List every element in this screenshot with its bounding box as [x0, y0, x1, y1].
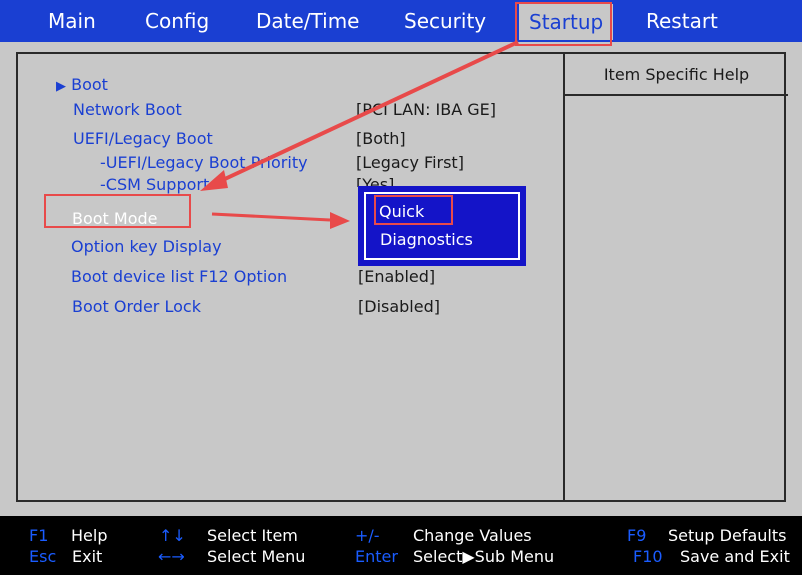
- boot-mode-highlight: [44, 194, 191, 228]
- uefi-legacy-priority-value[interactable]: [Legacy First]: [356, 153, 464, 172]
- boot-mode-label[interactable]: Boot Mode: [72, 209, 158, 228]
- startup-tab-highlight: [515, 2, 612, 46]
- tab-config[interactable]: Config: [145, 9, 210, 33]
- f1-key: F1: [29, 526, 49, 545]
- arrow-head-icon-2: [330, 212, 350, 229]
- quick-option-highlight: [374, 195, 453, 225]
- boot-order-lock-label[interactable]: Boot Order Lock: [72, 297, 201, 316]
- plusminus-desc: Change Values: [413, 526, 532, 545]
- boot-label: Boot: [71, 75, 108, 94]
- plusminus-key: +/-: [355, 526, 380, 545]
- tab-security[interactable]: Security: [404, 9, 487, 33]
- f1-desc: Help: [71, 526, 108, 545]
- f9-desc: Setup Defaults: [668, 526, 787, 545]
- boot-device-list-value[interactable]: [Enabled]: [358, 267, 436, 286]
- tab-startup[interactable]: Startup: [519, 4, 614, 40]
- option-key-display-label[interactable]: Option key Display: [71, 237, 222, 256]
- f9-key: F9: [627, 526, 647, 545]
- tab-date-time[interactable]: Date/Time: [256, 9, 360, 33]
- tab-restart[interactable]: Restart: [646, 9, 718, 33]
- popup-option-diagnostics[interactable]: Diagnostics: [380, 230, 473, 249]
- uefi-legacy-boot-label[interactable]: UEFI/Legacy Boot: [73, 129, 213, 148]
- help-panel: Item Specific Help: [563, 54, 788, 500]
- updown-arrows-icon: ↑↓: [159, 526, 186, 545]
- f10-key: F10: [633, 547, 663, 566]
- boot-item[interactable]: ▶ Boot: [56, 75, 108, 94]
- updown-desc: Select Item: [207, 526, 298, 545]
- top-menu-bar: Main Config Date/Time Security Startup R…: [0, 0, 802, 42]
- settings-panel: Item Specific Help ▶ Boot Network Boot […: [16, 52, 788, 502]
- network-boot-value[interactable]: [PCI LAN: IBA GE]: [356, 100, 497, 119]
- triangle-right-icon: ▶: [56, 79, 66, 94]
- esc-key: Esc: [29, 547, 57, 566]
- uefi-legacy-boot-value[interactable]: [Both]: [356, 129, 406, 148]
- enter-key: Enter: [355, 547, 398, 566]
- leftright-arrows-icon: ←→: [158, 547, 185, 566]
- arrow-startup-to-csm: [211, 40, 519, 187]
- f10-desc: Save and Exit: [680, 547, 790, 566]
- help-panel-title: Item Specific Help: [565, 54, 788, 96]
- tab-main[interactable]: Main: [48, 9, 96, 33]
- csm-support-value[interactable]: [Yes]: [356, 175, 395, 187]
- arrow-head-icon: [200, 170, 228, 191]
- boot-mode-popup: Quick Diagnostics: [358, 186, 526, 266]
- csm-support-label[interactable]: -CSM Support: [100, 175, 210, 194]
- esc-desc: Exit: [72, 547, 103, 566]
- boot-device-list-label[interactable]: Boot device list F12 Option: [71, 267, 288, 286]
- bottom-key-bar: F1 Help Esc Exit ↑↓ Select Item ←→ Selec…: [0, 516, 802, 575]
- uefi-legacy-priority-label[interactable]: -UEFI/Legacy Boot Priority: [100, 153, 308, 172]
- popup-option-quick[interactable]: Quick: [379, 202, 425, 221]
- leftright-desc: Select Menu: [207, 547, 306, 566]
- enter-desc: Select▶Sub Menu: [413, 547, 555, 566]
- arrow-bootmode-to-quick: [211, 212, 331, 222]
- network-boot-label[interactable]: Network Boot: [73, 100, 182, 119]
- boot-order-lock-value[interactable]: [Disabled]: [358, 297, 440, 316]
- popup-border: [364, 192, 520, 260]
